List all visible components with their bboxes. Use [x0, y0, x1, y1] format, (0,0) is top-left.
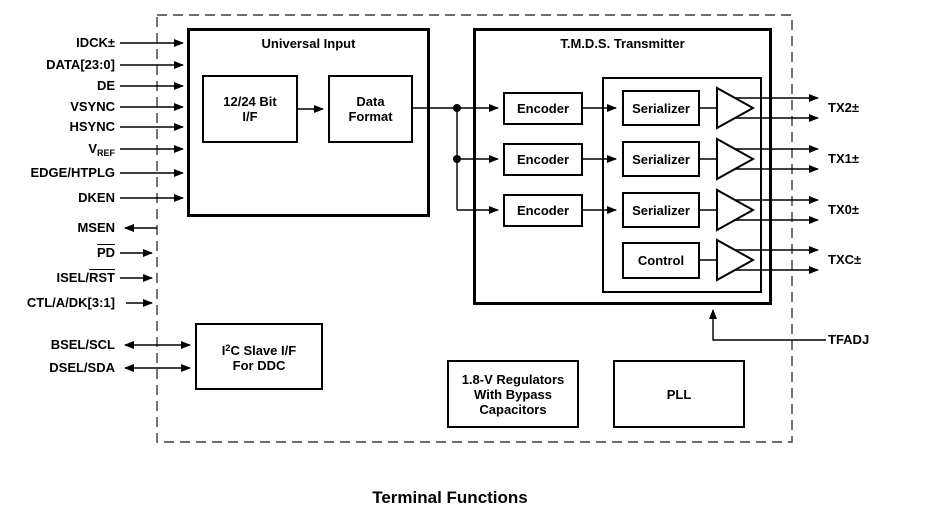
pin-label-msen: MSEN — [77, 220, 115, 235]
left-input-wires — [120, 39, 184, 202]
pin-label-tx2: TX2± — [828, 100, 859, 115]
i2c-line1: I2C Slave I/F — [221, 342, 297, 358]
pin-label-hsync: HSYNC — [69, 119, 115, 134]
diagram-caption: Terminal Functions — [372, 488, 528, 507]
if-12-24-block: 12/24 Bit I/F — [202, 75, 298, 143]
control-block: Control — [622, 242, 700, 279]
control-pin-wires — [120, 224, 191, 372]
buffer-triangle — [716, 86, 756, 130]
data-format-line1: Data — [356, 94, 385, 109]
tmds-transmitter-title: T.M.D.S. Transmitter — [560, 36, 685, 51]
pin-label-dsel-sda: DSEL/SDA — [49, 360, 115, 375]
encoder-block-1: Encoder — [503, 92, 583, 125]
serializer-block-1: Serializer — [622, 90, 700, 126]
pin-label-txc: TXC± — [828, 252, 862, 267]
regulators-block: 1.8-V Regulators With Bypass Capacitors — [447, 360, 579, 428]
i2c-slave-block: I2C Slave I/F For DDC — [195, 323, 323, 390]
universal-input-title: Universal Input — [261, 36, 356, 51]
pin-label-data: DATA[23:0] — [46, 57, 115, 72]
encoder-block-2: Encoder — [503, 143, 583, 176]
pin-label-tx0: TX0± — [828, 202, 859, 217]
buffer-triangle — [716, 188, 756, 232]
pin-label-dken: DKEN — [78, 190, 115, 205]
pll-block: PLL — [613, 360, 745, 428]
pin-label-pd: PD — [96, 245, 115, 260]
junction-dot — [453, 104, 461, 112]
serializer-block-2: Serializer — [622, 141, 700, 177]
serializer-block-3: Serializer — [622, 192, 700, 228]
buffer-triangle — [716, 238, 756, 282]
i2c-line2: For DDC — [232, 357, 286, 373]
junction-dot — [453, 155, 461, 163]
buffer-triangles — [716, 86, 756, 282]
pin-label-tx1: TX1± — [828, 151, 859, 166]
pin-label-bsel-scl: BSEL/SCL — [50, 337, 115, 352]
if-12-24-line2: I/F — [242, 109, 258, 124]
buffer-triangle — [716, 137, 756, 181]
pin-label-idck: IDCK± — [76, 35, 115, 50]
pin-label-de: DE — [96, 78, 115, 93]
tmds-transmitter-section: T.M.D.S. Transmitter — [473, 28, 772, 305]
pin-label-edge-htplg: EDGE/HTPLG — [30, 165, 115, 180]
serializer-group-box — [602, 77, 762, 293]
pin-label-vref: VREF — [88, 141, 115, 158]
tfadj-wire — [709, 309, 826, 341]
pin-label-ctl: CTL/A/DK[3:1] — [26, 295, 115, 310]
encoder-block-3: Encoder — [503, 194, 583, 227]
pin-label-vsync: VSYNC — [70, 99, 115, 114]
pin-label-isel-rst: ISEL/RST — [56, 270, 115, 285]
tx-output-wires — [733, 94, 819, 274]
data-format-line2: Format — [348, 109, 393, 124]
universal-input-section: Universal Input — [187, 28, 430, 217]
data-format-block: Data Format — [328, 75, 413, 143]
pin-label-tfadj: TFADJ — [828, 332, 870, 347]
if-12-24-line1: 12/24 Bit — [223, 94, 277, 109]
